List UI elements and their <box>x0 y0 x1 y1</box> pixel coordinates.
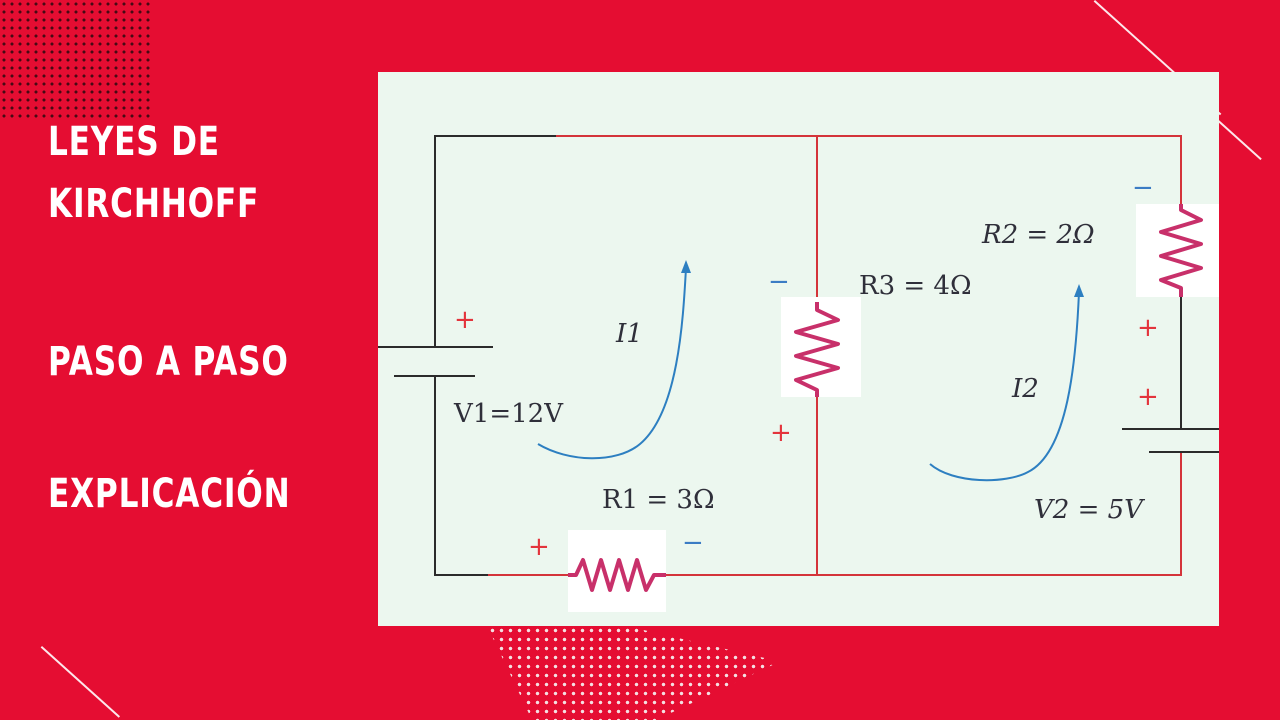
wire-left-bottom <box>434 376 488 576</box>
current-arrow-i1-head <box>681 260 691 273</box>
current-arrow-i2-head <box>1074 284 1084 297</box>
current-arrow-i1 <box>537 267 687 460</box>
title-line-3: PASO A PASO <box>48 339 289 385</box>
current-arrow-i2 <box>929 291 1080 482</box>
title-line-4: EXPLICACIÓN <box>48 471 291 517</box>
decorative-line-bottom-left <box>40 646 121 718</box>
title-line-2: KIRCHHOFF <box>48 181 260 227</box>
plus-sign-r3: + <box>770 418 792 448</box>
dot-pattern-top-left <box>0 0 150 120</box>
minus-sign-r2: − <box>1132 173 1154 203</box>
plus-sign-v2: + <box>1137 382 1159 412</box>
plus-sign-r2: + <box>1137 313 1159 343</box>
wire-left-top <box>434 135 556 347</box>
label-v2: V2 = 5V <box>1034 495 1145 525</box>
circuit-diagram: V1=12V R1 = 3Ω R3 = 4Ω R2 = 2Ω V2 = 5V I… <box>378 135 1219 612</box>
plus-sign-r1: + <box>528 532 550 562</box>
resistor-r1 <box>568 558 666 592</box>
wire-bottom <box>488 452 1182 576</box>
label-i2: I2 <box>1011 374 1039 404</box>
plus-sign-v1: + <box>454 305 476 335</box>
label-r2: R2 = 2Ω <box>981 220 1095 250</box>
circuit-diagram-panel: V1=12V R1 = 3Ω R3 = 4Ω R2 = 2Ω V2 = 5V I… <box>378 72 1219 626</box>
label-v1: V1=12V <box>453 399 564 429</box>
wire-top <box>556 135 1182 204</box>
minus-sign-r3: − <box>768 267 790 297</box>
title-line-1: LEYES DE <box>48 119 220 165</box>
label-r3: R3 = 4Ω <box>859 271 972 301</box>
label-r1: R1 = 3Ω <box>602 485 715 515</box>
resistor-r3 <box>794 302 840 397</box>
label-i1: I1 <box>615 319 643 349</box>
resistor-r2 <box>1159 204 1203 297</box>
minus-sign-r1: − <box>682 528 704 558</box>
